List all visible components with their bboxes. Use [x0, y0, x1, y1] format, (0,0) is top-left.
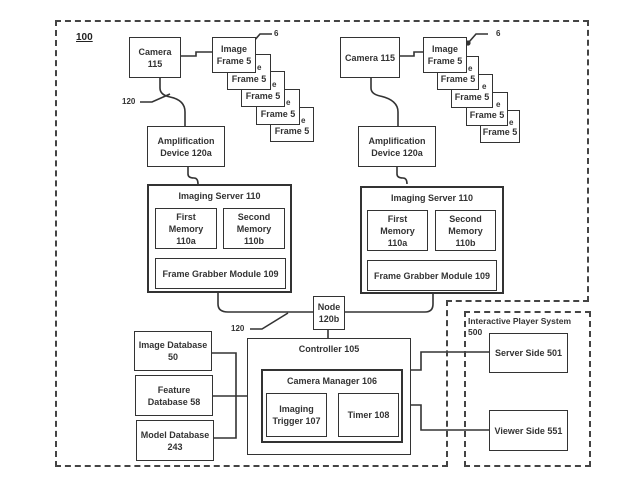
memory-label: First Memory 110a — [168, 211, 204, 246]
camera-right: Camera 115 — [340, 37, 400, 78]
cable-ref-leader-left — [140, 93, 171, 103]
frame-label: Frame 5 — [231, 74, 267, 84]
server-node-link-right — [345, 292, 434, 313]
imaging-trigger-107: Imaging Trigger 107 — [266, 393, 327, 437]
system-boundary-right-edge — [587, 20, 589, 302]
system-boundary-100 — [55, 20, 589, 467]
frame-label: Frame 5 — [454, 92, 490, 102]
grabber-label: Frame Grabber Module 109 — [373, 270, 491, 281]
node-120b: Node 120b — [313, 296, 345, 330]
server-node-link-left — [217, 292, 313, 313]
frame-right-1: Image Frame 5 — [423, 37, 467, 73]
figure-label: 100 — [76, 32, 93, 43]
pointer-ref-right: 6 — [496, 29, 501, 38]
second-memory-left: Second Memory 110b — [223, 208, 285, 249]
second-memory-right: Second Memory 110b — [435, 210, 496, 251]
pointer-ref-left: 6 — [274, 29, 279, 38]
amp-server-link-left — [187, 166, 199, 185]
frame-label: Image Frame 5 — [427, 44, 463, 66]
frame-marker: e — [257, 63, 262, 72]
timer-label: Timer 108 — [347, 410, 390, 420]
viewer-side-551: Viewer Side 551 — [489, 410, 568, 451]
memory-label: Second Memory 110b — [448, 213, 483, 248]
node-ref-leader — [250, 312, 289, 330]
frame-marker: e — [286, 98, 291, 107]
first-memory-left: First Memory 110a — [155, 208, 217, 249]
frame-label: Frame 5 — [469, 110, 505, 120]
frame-marker: e — [272, 80, 277, 89]
amplifier-label: Amplification Device 120a — [368, 135, 426, 158]
camera-left: Camera 115 — [129, 37, 181, 78]
interactive-player-system-boundary — [464, 311, 591, 467]
amp-server-link-right — [396, 166, 408, 185]
controller-viewer-side-link — [410, 404, 490, 431]
camera-left-label: Camera 115 — [138, 46, 172, 69]
server-title: Imaging Server 110 — [390, 193, 474, 203]
player-system-title: Interactive Player System 500 — [468, 316, 572, 337]
server-side-label: Server Side 501 — [494, 348, 563, 358]
memory-label: Second Memory 110b — [236, 211, 272, 246]
frame-left-1: Image Frame 5 — [212, 37, 256, 73]
frame-label: Frame 5 — [245, 91, 281, 101]
timer-108: Timer 108 — [338, 393, 399, 437]
amplification-device-left: Amplification Device 120a — [147, 126, 225, 167]
cable-right — [370, 78, 399, 126]
database-label: Image Database 50 — [138, 340, 208, 362]
model-database: Model Database 243 — [136, 420, 214, 461]
controller-server-side-link — [410, 351, 490, 371]
camera-frame-link-right — [400, 51, 425, 57]
viewer-side-label: Viewer Side 551 — [494, 425, 563, 436]
frame-label: Frame 5 — [482, 127, 518, 137]
feature-database: Feature Database 58 — [135, 375, 213, 416]
pointer-leader-right — [468, 33, 488, 43]
frame-label: Frame 5 — [260, 109, 296, 119]
server-side-501: Server Side 501 — [489, 333, 568, 373]
system-boundary-bottom — [55, 465, 448, 467]
frame-grabber-right: Frame Grabber Module 109 — [367, 260, 497, 291]
frame-label: Frame 5 — [274, 126, 310, 136]
frame-marker: e — [482, 82, 487, 91]
frame-marker: e — [301, 116, 306, 125]
camera-manager-title: Camera Manager 106 — [286, 376, 378, 386]
amplifier-label: Amplification Device 120a — [157, 135, 215, 158]
image-database: Image Database 50 — [134, 331, 212, 371]
camera-right-label: Camera 115 — [344, 52, 396, 63]
memory-label: First Memory 110a — [380, 213, 415, 248]
database-label: Feature Database 58 — [147, 384, 201, 407]
cable-left — [159, 78, 186, 126]
amplification-device-right: Amplification Device 120a — [358, 126, 436, 167]
controller-title: Controller 105 — [298, 344, 360, 354]
node-cable-ref: 120 — [231, 324, 245, 333]
system-boundary-notch-vertical — [446, 300, 448, 467]
first-memory-right: First Memory 110a — [367, 210, 428, 251]
system-boundary-notch — [446, 300, 589, 302]
frame-marker: e — [496, 100, 501, 109]
grabber-label: Frame Grabber Module 109 — [162, 268, 279, 279]
trigger-label: Imaging Trigger 107 — [272, 404, 321, 426]
cable-ref-left: 120 — [122, 97, 136, 106]
frame-marker: e — [509, 118, 514, 127]
camera-frame-link-left — [181, 51, 212, 57]
frame-label: Frame 5 — [440, 74, 476, 84]
database-label: Model Database 243 — [140, 429, 210, 452]
server-title: Imaging Server 110 — [178, 191, 261, 201]
node-label: Node 120b — [317, 302, 341, 324]
frame-label: Image Frame 5 — [216, 44, 252, 66]
frame-marker: e — [468, 64, 473, 73]
frame-grabber-left: Frame Grabber Module 109 — [155, 258, 286, 289]
